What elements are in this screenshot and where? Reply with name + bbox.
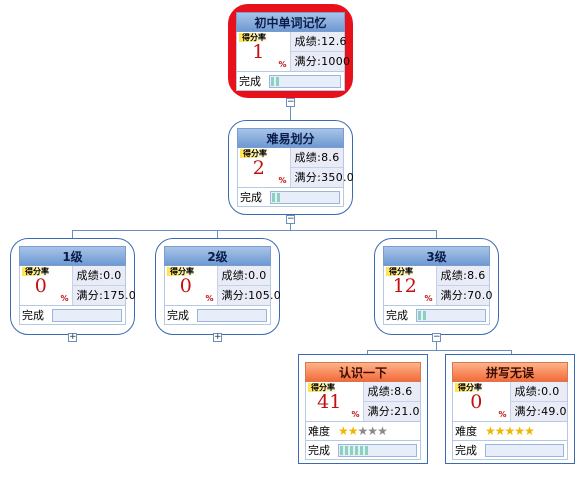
complete-label: 完成	[239, 75, 261, 88]
score-value: 0	[470, 391, 483, 413]
full-score-text: 满分:49.0	[510, 401, 567, 421]
node-recognize[interactable]: 认识一下 得分率 41 % 成绩:8.6 满分:21.0 难度 ★★★★★ 完成	[298, 354, 428, 464]
grade-text: 成绩:12.6	[290, 32, 347, 51]
progress-fill	[340, 445, 370, 455]
progress-bar	[52, 308, 122, 322]
node-title: 认识一下	[305, 362, 421, 382]
difficulty-stars: ★★★★★	[338, 424, 420, 438]
node-title: 难易划分	[237, 128, 344, 148]
star-icon: ★	[504, 424, 516, 438]
complete-label: 完成	[167, 309, 189, 322]
connector-line	[290, 220, 291, 230]
star-icon: ★	[357, 424, 369, 438]
connector-line	[367, 350, 511, 351]
progress-bar	[197, 308, 267, 322]
grade-text: 成绩:8.6	[436, 266, 489, 285]
progress-bar	[416, 308, 486, 322]
progress-bar	[338, 443, 417, 457]
node-title: 3级	[383, 246, 490, 266]
progress-bar	[485, 443, 564, 457]
expand-toggle[interactable]: +	[68, 332, 77, 342]
connector-line	[72, 230, 436, 231]
full-score-text: 满分:105.0	[217, 285, 281, 305]
star-icon: ★	[514, 424, 525, 438]
node-title: 1级	[19, 246, 126, 266]
progress-bar	[269, 74, 341, 88]
grade-text: 成绩:0.0	[510, 382, 567, 401]
score-value: 1	[252, 41, 265, 63]
progress-fill	[418, 310, 426, 320]
node-title: 拼写无误	[452, 362, 568, 382]
score-rate-label: 得分率	[386, 267, 416, 276]
score-rate-label: 得分率	[455, 383, 485, 392]
node-title: 初中单词记忆	[236, 12, 345, 32]
score-value: 0	[179, 275, 192, 297]
connector-line	[436, 230, 437, 238]
score-rate-label: 得分率	[240, 149, 270, 158]
score-rate-label: 得分率	[308, 383, 338, 392]
difficulty-stars: ★★★★★	[485, 424, 567, 438]
connector-line	[72, 230, 73, 238]
collapse-toggle[interactable]: −	[432, 332, 441, 342]
complete-label: 完成	[455, 444, 477, 457]
collapse-toggle[interactable]: −	[286, 214, 295, 224]
expand-toggle[interactable]: +	[213, 332, 222, 342]
node-level-3[interactable]: 3级 得分率 12 % 成绩:8.6 满分:70.0 完成	[374, 238, 499, 335]
percent-sign: %	[205, 294, 214, 303]
score-rate-label: 得分率	[22, 267, 52, 276]
percent-sign: %	[424, 294, 433, 303]
grade-text: 成绩:8.6	[290, 148, 343, 167]
complete-label: 完成	[22, 309, 44, 322]
full-score-text: 满分:70.0	[436, 285, 493, 305]
node-root[interactable]: 初中单词记忆 得分率 1 % 成绩:12.6 满分:1000 完成	[228, 4, 353, 98]
connector-line	[511, 350, 512, 354]
score-rate-label: 得分率	[167, 267, 197, 276]
grade-text: 成绩:0.0	[217, 266, 270, 285]
progress-fill	[271, 76, 279, 86]
progress-fill	[272, 192, 280, 202]
score-value: 12	[392, 275, 417, 297]
star-icon: ★	[338, 424, 349, 438]
score-rate-label: 得分率	[239, 33, 269, 42]
node-difficulty-split[interactable]: 难易划分 得分率 2 % 成绩:8.6 满分:350.0 完成	[228, 120, 354, 215]
connector-line	[436, 342, 437, 350]
node-level-2[interactable]: 2级 得分率 0 % 成绩:0.0 满分:105.0 完成	[155, 238, 281, 335]
connector-line	[290, 97, 291, 120]
star-icon: ★	[524, 424, 535, 438]
star-icon: ★	[485, 424, 496, 438]
grade-text: 成绩:0.0	[72, 266, 125, 285]
node-spelling[interactable]: 拼写无误 得分率 0 % 成绩:0.0 满分:49.0 难度 ★★★★★ 完成	[445, 354, 575, 464]
percent-sign: %	[60, 294, 69, 303]
complete-label: 完成	[386, 309, 408, 322]
percent-sign: %	[278, 60, 287, 69]
score-value: 41	[317, 391, 342, 413]
star-icon: ★	[494, 424, 506, 438]
difficulty-label: 难度	[308, 425, 330, 438]
connector-line	[217, 230, 218, 238]
full-score-text: 满分:350.0	[290, 167, 354, 187]
percent-sign: %	[278, 176, 287, 185]
score-value: 0	[34, 275, 47, 297]
node-level-1[interactable]: 1级 得分率 0 % 成绩:0.0 满分:175.0 完成	[10, 238, 136, 335]
connector-line	[367, 350, 368, 354]
score-value: 2	[252, 157, 265, 179]
star-icon: ★	[367, 424, 378, 438]
collapse-toggle[interactable]: −	[286, 97, 295, 107]
complete-label: 完成	[308, 444, 330, 457]
full-score-text: 满分:21.0	[363, 401, 420, 421]
full-score-text: 满分:175.0	[72, 285, 136, 305]
grade-text: 成绩:8.6	[363, 382, 420, 401]
progress-bar	[270, 190, 340, 204]
percent-sign: %	[498, 410, 507, 419]
star-icon: ★	[347, 424, 359, 438]
star-icon: ★	[377, 424, 388, 438]
node-title: 2级	[164, 246, 271, 266]
full-score-text: 满分:1000	[290, 51, 350, 71]
difficulty-label: 难度	[455, 425, 477, 438]
complete-label: 完成	[240, 191, 262, 204]
percent-sign: %	[351, 410, 360, 419]
